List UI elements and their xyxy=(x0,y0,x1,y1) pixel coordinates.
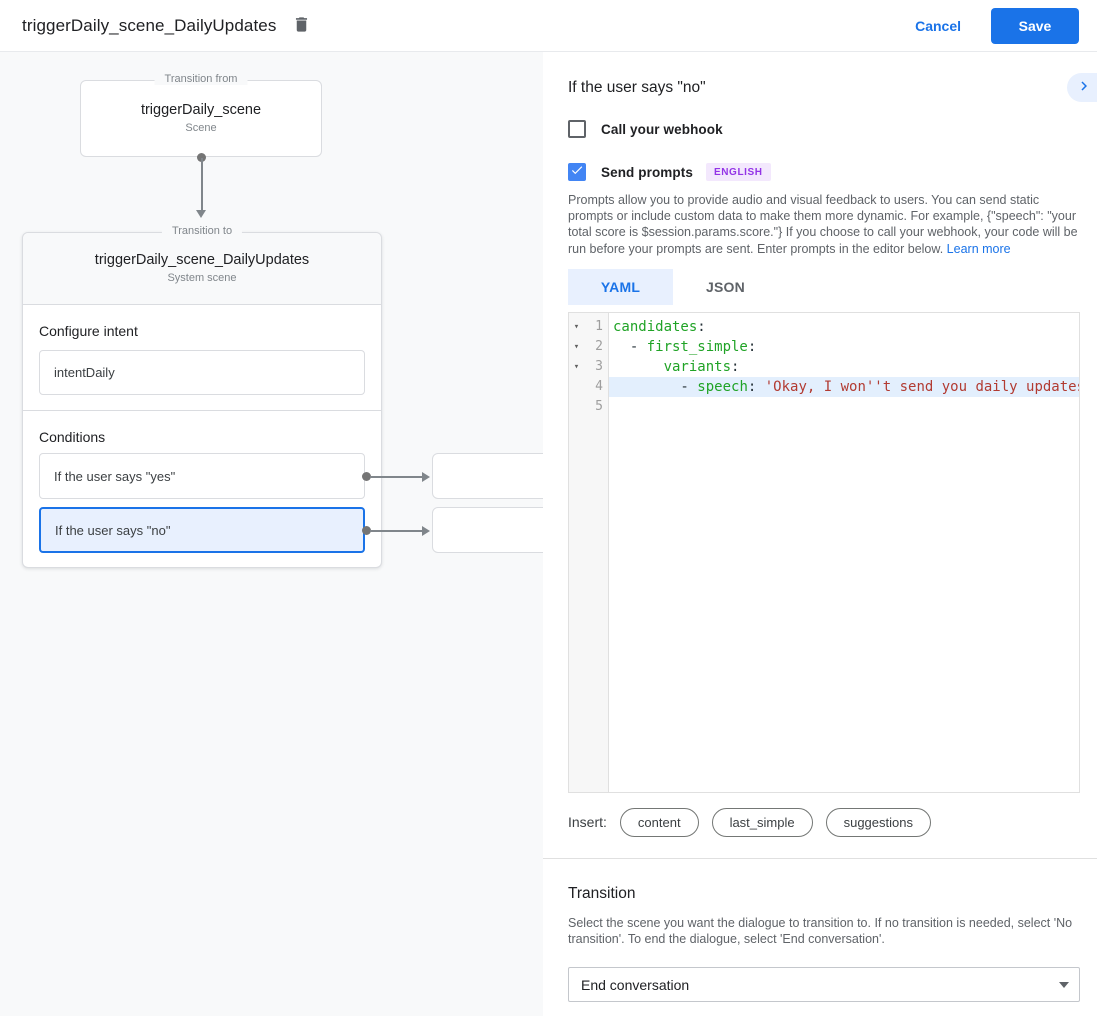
transition-from-box[interactable]: Transition from triggerDaily_scene Scene xyxy=(80,73,322,157)
insert-label: Insert: xyxy=(568,814,607,831)
fold-toggle-icon[interactable]: ▾ xyxy=(573,361,580,372)
language-badge: ENGLISH xyxy=(705,163,771,181)
to-scene-name: triggerDaily_scene_DailyUpdates xyxy=(94,252,310,268)
collapse-panel-button[interactable] xyxy=(1067,73,1097,102)
transition-section-title: Transition xyxy=(568,884,636,902)
card-divider xyxy=(23,410,381,411)
code-token-plain: : xyxy=(731,358,740,375)
code-token-string: 'Okay, I won''t send you daily updates.' xyxy=(764,378,1079,395)
send-prompts-label: Send prompts xyxy=(601,164,693,180)
condition-yes-connector-line xyxy=(370,475,423,478)
gutter-line: ▾3 xyxy=(569,357,608,377)
code-line-active[interactable]: - speech: 'Okay, I won''t send you daily… xyxy=(609,376,1079,397)
send-prompts-checkbox[interactable] xyxy=(568,163,586,181)
checkmark-icon xyxy=(570,163,584,182)
prompts-description: Prompts allow you to provide audio and v… xyxy=(568,192,1080,257)
code-token-key: first_simple xyxy=(646,338,748,355)
code-token-key: speech xyxy=(697,378,748,395)
section-divider xyxy=(543,857,1097,859)
send-prompts-checkbox-row: Send prompts ENGLISH xyxy=(568,163,1080,181)
dropdown-caret-icon xyxy=(1059,981,1069,988)
code-line[interactable]: candidates: xyxy=(609,317,1079,337)
transition-from-legend: Transition from xyxy=(154,73,248,85)
code-token-plain: - xyxy=(613,378,698,395)
gutter-line: 4 xyxy=(569,377,608,397)
line-number: 1 xyxy=(595,319,603,335)
condition-item-yes[interactable]: If the user says "yes" xyxy=(39,453,365,499)
tab-json[interactable]: JSON xyxy=(706,278,745,295)
editor-code-area[interactable]: candidates: - first_simple: variants: - … xyxy=(609,313,1079,792)
condition-detail-panel: If the user says "no" Call your webhook … xyxy=(543,52,1097,1016)
condition-no-connector-line xyxy=(370,529,423,532)
insert-chip-suggestions[interactable]: suggestions xyxy=(825,807,931,837)
prompts-description-text: Prompts allow you to provide audio and v… xyxy=(568,193,1078,256)
fold-toggle-icon[interactable]: ▾ xyxy=(573,341,580,352)
delete-button[interactable] xyxy=(292,15,311,37)
code-token-plain xyxy=(613,359,664,375)
from-scene-name: triggerDaily_scene xyxy=(140,102,262,118)
code-line[interactable] xyxy=(609,397,1079,417)
fold-toggle-icon[interactable]: ▾ xyxy=(573,321,580,332)
line-number: 3 xyxy=(595,359,603,375)
code-token-plain: : xyxy=(697,318,706,335)
gutter-line: ▾2 xyxy=(569,337,608,357)
intent-field[interactable]: intentDaily xyxy=(39,350,365,395)
insert-chip-content[interactable]: content xyxy=(619,807,699,837)
conditions-label: Conditions xyxy=(39,429,106,445)
condition-item-no-selected[interactable]: If the user says "no" xyxy=(39,507,365,553)
webhook-checkbox[interactable] xyxy=(568,120,586,138)
webhook-checkbox-label: Call your webhook xyxy=(601,121,723,137)
page-title: triggerDaily_scene_DailyUpdates xyxy=(22,15,277,35)
insert-chip-last-simple[interactable]: last_simple xyxy=(711,807,813,837)
webhook-checkbox-row: Call your webhook xyxy=(568,120,1080,138)
from-scene-type: Scene xyxy=(185,122,217,134)
code-token-key: variants xyxy=(663,358,732,375)
condition-yes-arrowhead xyxy=(422,471,430,482)
condition-yes-connector-dot xyxy=(362,472,371,481)
condition-no-arrowhead xyxy=(422,525,430,536)
transition-to-card: Transition to triggerDaily_scene_DailyUp… xyxy=(22,225,382,568)
condition-no-connector-dot xyxy=(362,526,371,535)
code-line[interactable]: - first_simple: xyxy=(609,337,1079,357)
code-token-plain: : xyxy=(747,338,757,355)
condition-yes-target-box[interactable] xyxy=(432,453,543,499)
learn-more-link[interactable]: Learn more xyxy=(946,241,1011,256)
connector-arrowhead-down xyxy=(196,210,206,218)
code-token-plain: - xyxy=(613,338,647,355)
chevron-right-icon xyxy=(1075,77,1093,98)
to-scene-type: System scene xyxy=(167,272,237,284)
cancel-button[interactable]: Cancel xyxy=(915,17,961,34)
condition-no-target-box[interactable] xyxy=(432,507,543,553)
conditions-section: Conditions If the user says "yes" If the… xyxy=(23,411,381,568)
tab-yaml[interactable]: YAML xyxy=(568,268,673,305)
transition-description: Select the scene you want the dialogue t… xyxy=(568,915,1073,947)
connector-dot xyxy=(197,153,206,162)
panel-title: If the user says "no" xyxy=(568,79,706,96)
save-button[interactable]: Save xyxy=(991,7,1079,44)
line-number: 5 xyxy=(595,399,603,415)
to-scene-header[interactable]: triggerDaily_scene_DailyUpdates System s… xyxy=(23,233,381,305)
trash-icon xyxy=(292,15,311,37)
gutter-line: ▾1 xyxy=(569,317,608,337)
transition-to-legend: Transition to xyxy=(161,225,243,237)
transition-dropdown-value: End conversation xyxy=(581,976,690,993)
code-line[interactable]: variants: xyxy=(609,357,1079,377)
scene-flow-diagram: Transition from triggerDaily_scene Scene… xyxy=(0,52,543,1016)
code-token-key: candidates xyxy=(613,318,698,335)
connector-line xyxy=(200,158,203,210)
top-bar: triggerDaily_scene_DailyUpdates Cancel S… xyxy=(0,0,1097,52)
configure-intent-label: Configure intent xyxy=(39,323,138,339)
gutter-line: 5 xyxy=(569,397,608,417)
line-number: 4 xyxy=(595,379,603,395)
insert-row: Insert: content last_simple suggestions xyxy=(568,807,1080,837)
editor-format-tabs: YAML JSON xyxy=(568,268,1080,305)
code-token-plain: : xyxy=(747,378,765,395)
line-number: 2 xyxy=(595,339,603,355)
configure-intent-section: Configure intent intentDaily xyxy=(23,305,381,410)
transition-dropdown[interactable]: End conversation xyxy=(568,967,1080,1003)
